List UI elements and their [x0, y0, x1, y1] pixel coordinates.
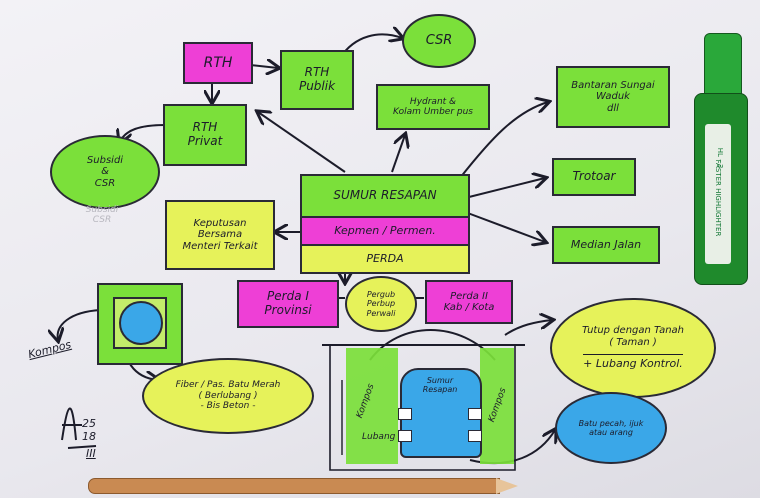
node-sumur: SUMUR RESAPAN: [302, 176, 468, 218]
signature-scribble: [61, 407, 97, 449]
arrow-rth-to-publik: [249, 65, 278, 68]
node-trotoar: Trotoar: [552, 158, 636, 196]
node-subsidi-csr-label: Subsidi & CSR: [86, 154, 124, 189]
arrow-sumur-to-publik: [258, 112, 346, 173]
node-tutup: Tutup dengan Tanah ( Taman ) + Lubang Ko…: [550, 298, 716, 398]
label-lubang: Lubang: [362, 432, 396, 442]
node-rth-privat-label: RTH Privat: [187, 120, 223, 148]
mini-hole-3: [468, 408, 482, 420]
node-perda2-label: Perda II Kab / Kota: [443, 290, 495, 314]
node-kepmen: Kepmen / Permen.: [302, 218, 468, 246]
node-bantaran: Bantaran Sungai Waduk dll: [556, 66, 670, 128]
arrow-sumur-to-median: [464, 211, 545, 242]
node-hydrant: Hydrant & Kolam Umber pus: [376, 84, 490, 130]
node-rth-publik-label: RTH Publik: [298, 65, 336, 93]
node-perda-label: PERDA: [366, 251, 404, 265]
node-pergub: Pergub Perbup Perwali: [345, 276, 417, 332]
node-bantaran-label: Bantaran Sungai Waduk dll: [571, 79, 655, 114]
arrow-sumur-to-trotoar: [464, 178, 545, 199]
node-tutup-label: Tutup dengan Tanah ( Taman ): [581, 325, 685, 348]
node-sumur-group: SUMUR RESAPAN Kepmen / Permen. PERDA: [300, 174, 470, 274]
node-keputusan-label: Keputusan Bersama Menteri Terkait: [182, 217, 258, 252]
node-batu-pecah: Batu pecah, ijuk atau arang: [555, 392, 667, 464]
node-subsidi-csr: Subsidi & CSR: [50, 135, 160, 209]
node-median: Median Jalan: [552, 226, 660, 264]
signature-roman: III: [86, 447, 96, 460]
node-hydrant-label: Hydrant & Kolam Umber pus: [392, 96, 473, 117]
mini-green-left: [346, 348, 398, 464]
arrow-mini-to-tutup: [504, 320, 552, 336]
node-perda2: Perda II Kab / Kota: [425, 280, 513, 324]
mini-green-right: [480, 348, 514, 464]
node-keputusan: Keputusan Bersama Menteri Terkait: [165, 200, 275, 270]
node-perda1: Perda I Provinsi: [237, 280, 339, 328]
arrow-sumur-to-bantaran: [459, 102, 548, 179]
node-perda: PERDA: [302, 246, 468, 272]
marker-label-text: FASTER HIGHLIGHTER: [714, 159, 722, 237]
highlighter-marker: HL - 3 FASTER HIGHLIGHTER: [690, 33, 750, 288]
mini-hole-4: [468, 430, 482, 442]
node-rth-publik: RTH Publik: [280, 50, 354, 110]
node-pergub-label: Pergub Perbup Perwali: [366, 290, 396, 318]
arrow-sumur-to-hydrant: [391, 135, 405, 173]
node-perda1-label: Perda I Provinsi: [264, 289, 312, 317]
node-fiber: Fiber / Pas. Batu Merah ( Berlubang ) - …: [142, 358, 314, 434]
pencil: [88, 478, 500, 494]
mini-hole-1: [398, 408, 412, 420]
node-csr-top: CSR: [402, 14, 476, 68]
arrow-diagram-to-kompos: [58, 309, 101, 340]
node-median-label: Median Jalan: [570, 237, 642, 251]
node-lubang-kontrol-label: + Lubang Kontrol.: [583, 354, 683, 371]
mini-hole-2: [398, 430, 412, 442]
node-rth-privat: RTH Privat: [163, 104, 247, 166]
node-batu-pecah-label: Batu pecah, ijuk atau arang: [578, 418, 644, 437]
cross-section-diagram: [97, 283, 183, 365]
node-rth: RTH: [183, 42, 253, 84]
node-csr-top-label: CSR: [425, 32, 453, 48]
node-kepmen-label: Kepmen / Permen.: [334, 223, 436, 237]
node-fiber-label: Fiber / Pas. Batu Merah ( Berlubang ) - …: [175, 380, 281, 412]
mini-diagram-roof: [369, 329, 496, 361]
node-sumur-label: SUMUR RESAPAN: [333, 188, 437, 203]
cross-section-well-circle: [119, 301, 163, 345]
signature-date: 25 18: [82, 417, 96, 443]
node-rth-label: RTH: [203, 54, 233, 71]
label-sumur-mini: Sumur Resapan: [422, 376, 458, 395]
marker-body: HL - 3 FASTER HIGHLIGHTER: [694, 93, 748, 285]
node-trotoar-label: Trotoar: [572, 169, 616, 184]
subsidi-csr-shadow-text: Subsidi CSR: [85, 205, 119, 226]
marker-label-panel: [705, 124, 731, 264]
pencil-tip: [496, 478, 518, 494]
